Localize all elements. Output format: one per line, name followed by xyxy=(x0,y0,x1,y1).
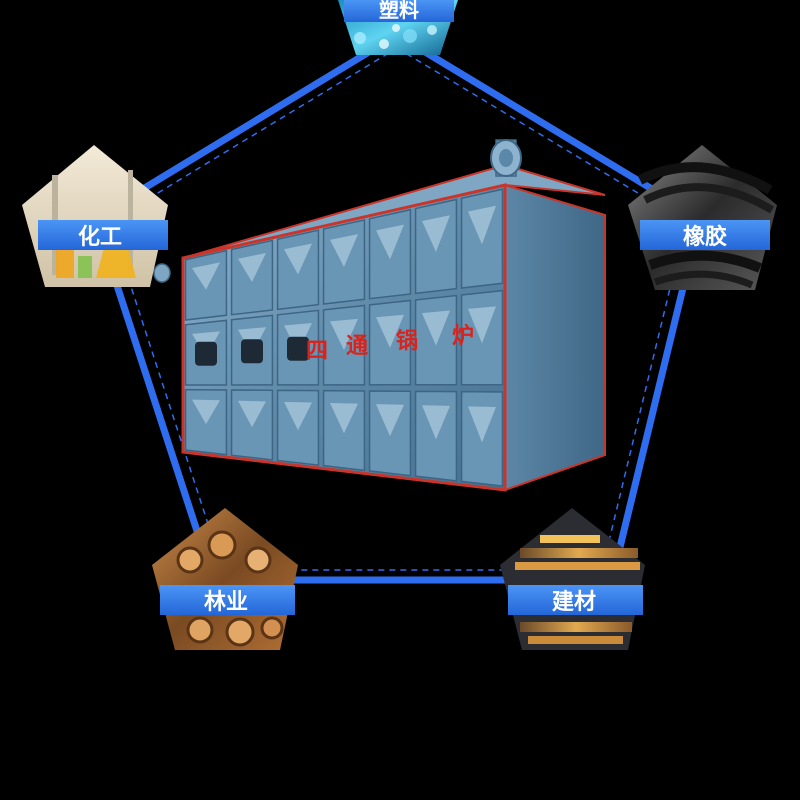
industry-node-plastics: 塑料 xyxy=(338,0,458,55)
plate-char-3: 锅 xyxy=(396,328,418,354)
boiler-panel-bevel xyxy=(330,318,358,351)
boiler-panel-bevel xyxy=(422,310,450,346)
industry-label: 化工 xyxy=(78,224,122,250)
boiler-panel-bevel xyxy=(376,404,404,437)
plate-char-2: 通 xyxy=(346,334,368,359)
boiler-panel-bevel xyxy=(192,262,220,290)
industry-label: 塑料 xyxy=(379,0,419,22)
boiler-panel-bevel xyxy=(238,400,266,428)
boiler-panel-bevel xyxy=(376,224,404,260)
boiler-side-pipe xyxy=(153,263,171,283)
plastic-pellets-icon xyxy=(354,24,437,49)
boiler-illustration: 四 通 锅 炉 xyxy=(153,139,606,492)
industry-label: 橡胶 xyxy=(683,224,727,250)
boiler-panel-bevel xyxy=(376,314,404,348)
boiler-panel-bevel xyxy=(422,405,450,440)
industry-node-forestry: 林业 xyxy=(152,508,298,650)
boiler-panel-bevel xyxy=(284,243,312,275)
boiler-panel-bevel xyxy=(468,205,496,245)
boiler-panel-bevel xyxy=(192,399,220,425)
boiler-panel-bevel xyxy=(330,234,358,267)
boiler-outlet-flange xyxy=(490,139,522,177)
industry-label: 林业 xyxy=(204,590,248,615)
boiler-inspection-door xyxy=(287,336,309,361)
plate-char-4: 炉 xyxy=(452,324,474,349)
boiler-inspection-door xyxy=(241,339,263,364)
boiler-panel-bevel xyxy=(422,215,450,252)
boiler-panel-grid xyxy=(184,188,504,487)
plate-char-1: 四 xyxy=(306,339,328,364)
boiler-panel-bevel xyxy=(468,306,496,344)
industry-node-rubber: 橡胶 xyxy=(628,145,777,290)
industry-label: 建材 xyxy=(552,590,596,615)
tire-icon xyxy=(637,162,775,289)
firewood-icon xyxy=(176,530,284,647)
boiler-panel-bevel xyxy=(284,401,312,431)
industry-node-chemical: 化工 xyxy=(22,145,168,287)
boiler-panel-bevel xyxy=(330,402,358,434)
lumber-icon xyxy=(515,535,640,644)
boiler-nameplate: 四 通 锅 炉 xyxy=(306,324,474,364)
boiler-inspection-door xyxy=(195,341,217,366)
industry-node-building: 建材 xyxy=(500,508,645,650)
boiler-panel-bevel xyxy=(238,252,266,283)
boiler-panel-bevel xyxy=(468,406,496,443)
